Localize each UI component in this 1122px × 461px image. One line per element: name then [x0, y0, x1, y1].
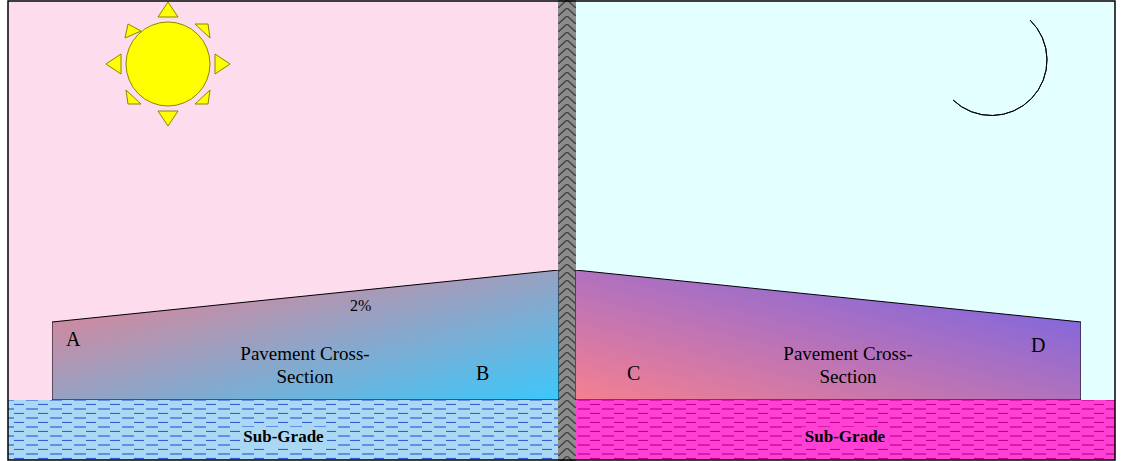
section-label: Pavement Cross-Section [763, 342, 933, 388]
sun-symbol [106, 2, 230, 126]
slope-label: 2% [350, 297, 371, 315]
subgrade-band: Sub-Grade [8, 400, 559, 460]
point-label: B [476, 362, 489, 385]
divider [558, 0, 576, 461]
point-label: A [66, 328, 80, 351]
subgrade-hatch [8, 400, 559, 460]
night-sky [575, 1, 1115, 460]
subgrade-band [575, 400, 1115, 460]
frame [8, 1, 1115, 460]
moon-symbol [953, 20, 1047, 116]
pavement-section: Pavement Cross-Section [575, 270, 1081, 400]
subgrade-band [8, 400, 559, 460]
point-label: D [1031, 334, 1045, 357]
divider-pattern [558, 0, 576, 461]
section-label: Pavement Cross-Section [220, 342, 390, 388]
day-sky [8, 1, 559, 460]
subgrade-band: Sub-Grade [575, 400, 1115, 460]
band-label: Sub-Grade [240, 427, 326, 447]
band-label: Sub-Grade [802, 427, 888, 447]
point-label: C [627, 362, 640, 385]
subgrade-hatch [575, 400, 1115, 460]
